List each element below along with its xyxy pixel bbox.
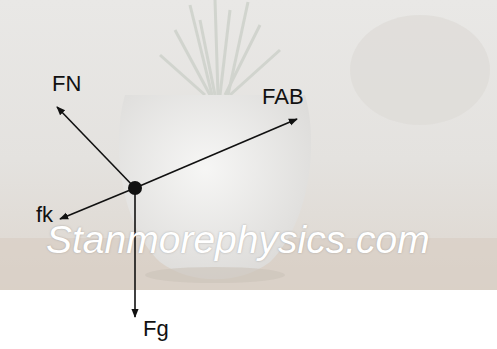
force-label: FN <box>52 73 81 95</box>
normal-force-arrow <box>57 107 135 188</box>
watermark: Stanmorephysics.com <box>46 220 430 259</box>
force-arrows <box>57 107 297 317</box>
background-photo <box>0 0 497 290</box>
friction-arrow <box>60 188 135 219</box>
force-label: Fg <box>143 318 169 340</box>
applied-force-arrow <box>135 119 297 188</box>
object-dot <box>128 181 142 195</box>
force-label: FAB <box>262 86 304 108</box>
